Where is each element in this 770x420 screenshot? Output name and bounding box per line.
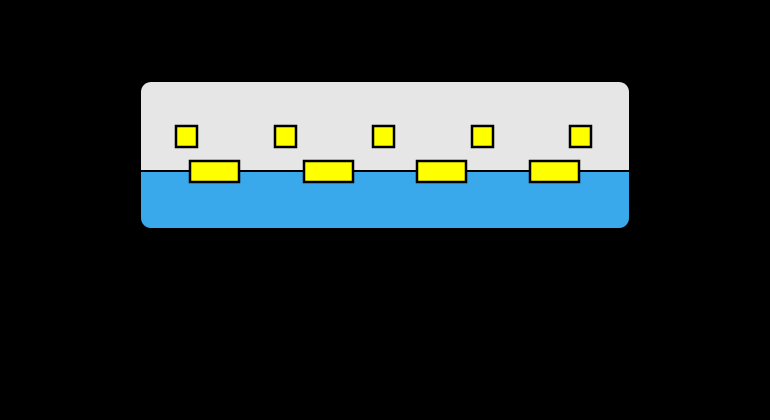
lower-pad (188, 159, 241, 184)
upper-pad (174, 124, 199, 149)
lower-pad (528, 159, 581, 184)
upper-pad (273, 124, 298, 149)
upper-pad (568, 124, 593, 149)
lower-pad (415, 159, 468, 184)
lower-pad (302, 159, 355, 184)
pads (174, 124, 593, 184)
upper-pad (371, 124, 396, 149)
connector-body (141, 82, 629, 228)
upper-pad (470, 124, 495, 149)
